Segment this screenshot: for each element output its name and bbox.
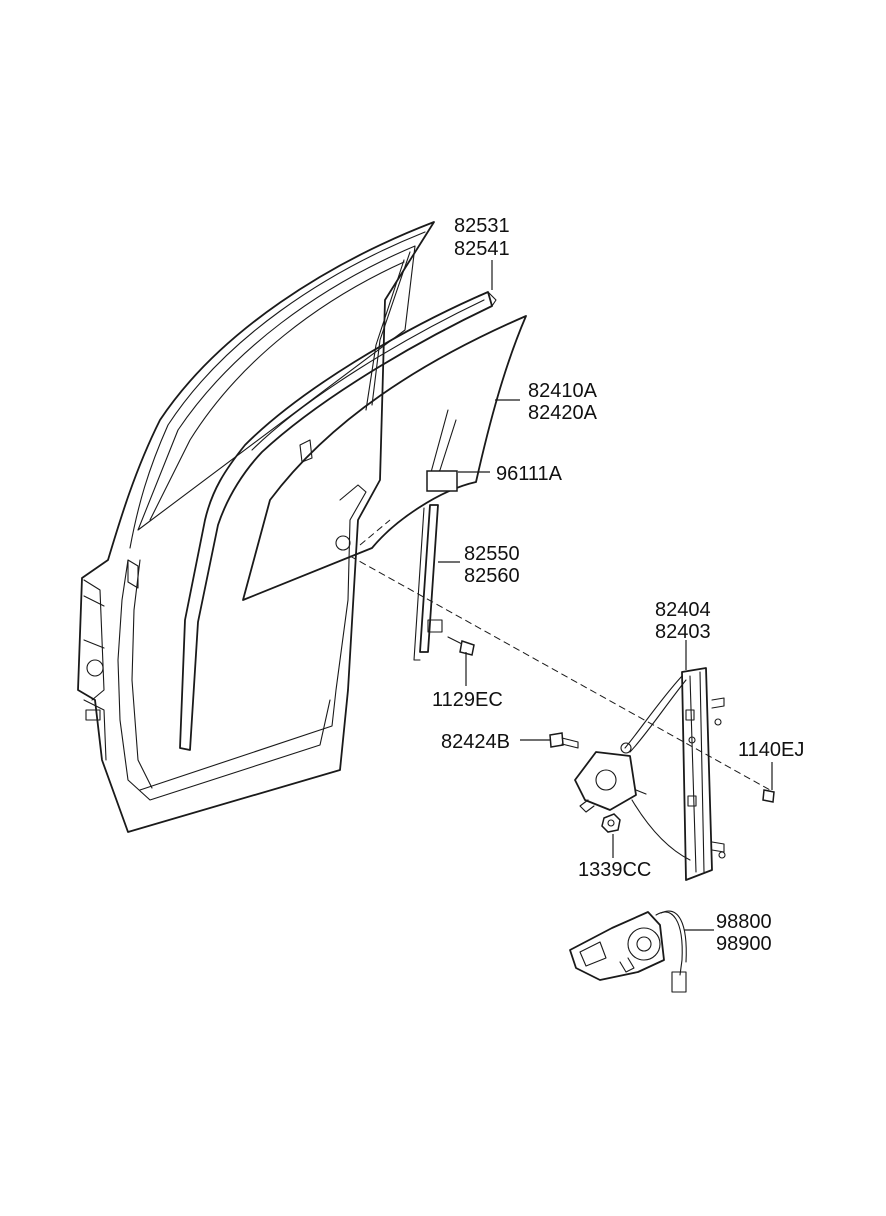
callout-c10: 98800 98900 — [716, 911, 772, 955]
part-number: 82541 — [454, 238, 510, 260]
callout-c5: 82404 82403 — [655, 599, 711, 643]
part-number: 1339CC — [578, 859, 651, 881]
glass-label-sticker — [426, 470, 458, 492]
alignment-line — [349, 555, 771, 791]
alignment-line-short — [359, 519, 391, 546]
part-number: 82424B — [441, 731, 510, 753]
part-number: 82410A — [528, 380, 598, 402]
screw-1140ej — [762, 789, 775, 803]
callout-c6: 1129EC — [432, 689, 503, 711]
door-glass — [242, 315, 527, 601]
callout-c7: 82424B — [441, 731, 510, 753]
callout-c4: 82550 82560 — [464, 543, 520, 587]
part-number: 82420A — [528, 402, 598, 424]
part-number: 96111A — [496, 463, 563, 485]
part-number: 98900 — [716, 933, 772, 955]
window-motor — [569, 910, 687, 993]
callout-c1: 82531 82541 — [454, 215, 510, 260]
nut-1339cc — [601, 813, 621, 833]
part-number: 82404 — [655, 599, 711, 621]
leader-lines — [438, 260, 773, 931]
callout-c3: 96111A — [496, 463, 563, 485]
part-number: 82403 — [655, 621, 711, 643]
bolt-1129ec — [447, 636, 475, 656]
window-run-channel — [179, 291, 497, 751]
part-number: 98800 — [716, 911, 772, 933]
part-number: 82531 — [454, 215, 510, 237]
part-number: 1140EJ — [738, 739, 804, 761]
callout-c2: 82410A 82420A — [528, 380, 598, 424]
bolt-82424b — [549, 732, 579, 749]
window-regulator — [624, 667, 726, 881]
part-number: 82550 — [464, 543, 520, 565]
part-number: 82560 — [464, 565, 520, 587]
callout-c9: 1339CC — [578, 859, 651, 881]
part-number: 1129EC — [432, 689, 503, 711]
rear-channel — [413, 504, 443, 661]
callout-c8: 1140EJ — [738, 739, 804, 761]
motor-bracket — [574, 742, 647, 813]
door-shell — [77, 221, 435, 833]
